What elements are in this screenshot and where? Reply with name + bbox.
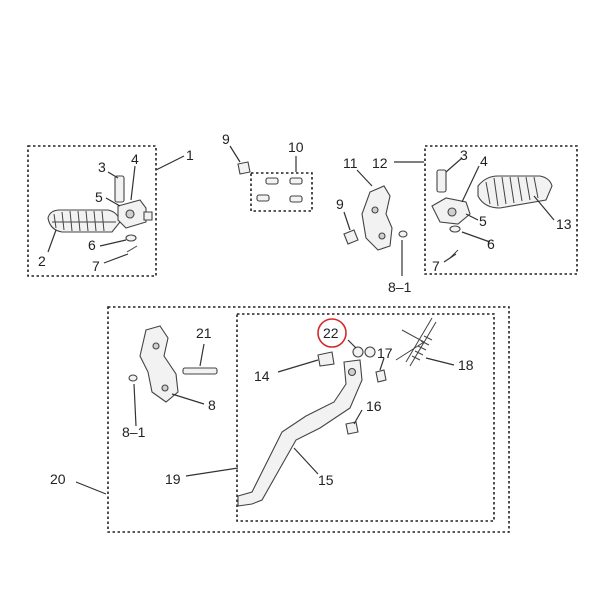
callout-4-left: 4: [131, 151, 139, 167]
stand-bracket-washer-icon: [128, 374, 138, 382]
callout-10: 10: [288, 139, 304, 155]
bolt-set-icon: [256, 177, 303, 203]
nut-17-icon: [375, 369, 387, 383]
callout-15: 15: [318, 472, 334, 488]
washer-22-icon: [352, 346, 376, 358]
left-footrest-washer-icon: [125, 234, 137, 242]
side-stand-icon: [237, 359, 363, 507]
callout-12: 12: [372, 155, 388, 171]
left-footrest-pin-icon: [114, 175, 125, 203]
leader-lines: [47, 145, 555, 495]
left-footrest-bracket-icon: [117, 199, 153, 229]
callout-13: 13: [556, 216, 572, 232]
group-box-left-footrest: [27, 145, 157, 277]
right-footrest-peg-icon: [477, 175, 553, 209]
callout-17: 17: [377, 345, 393, 361]
spring-pin-icon: [345, 421, 359, 435]
right-footrest-pin-icon: [436, 169, 447, 193]
footrest-bracket-icon: [361, 185, 393, 251]
callout-8-1-bottom: 8–1: [122, 424, 146, 440]
callout-3-left: 3: [98, 159, 106, 175]
group-box-bolts: [250, 172, 313, 212]
callout-6-left: 6: [88, 237, 96, 253]
callout-18: 18: [458, 357, 474, 373]
callout-2: 2: [38, 253, 46, 269]
callout-5-left: 5: [95, 189, 103, 205]
callout-1: 1: [186, 147, 194, 163]
right-footrest-bracket-icon: [431, 197, 471, 225]
group-box-right-footrest: [424, 145, 578, 275]
pivot-bolt-icon: [317, 351, 335, 367]
callout-7-right: 7: [432, 258, 440, 274]
callout-9-mid: 9: [336, 196, 344, 212]
callout-16: 16: [366, 398, 382, 414]
callout-22-highlighted: 22: [323, 325, 339, 341]
left-footrest-peg-icon: [47, 209, 121, 233]
clip-nut-mid-icon: [343, 229, 359, 245]
callout-21: 21: [196, 325, 212, 341]
highlight-ring: [317, 318, 347, 348]
clip-nut-top-icon: [237, 161, 251, 175]
callout-7-left: 7: [92, 258, 100, 274]
stand-bracket-icon: [139, 325, 179, 403]
group-box-stand-assembly: [107, 306, 510, 533]
callout-19: 19: [165, 471, 181, 487]
bracket-washer-icon: [398, 230, 408, 238]
callout-5-right: 5: [479, 213, 487, 229]
callout-11: 11: [343, 155, 358, 171]
group-box-side-stand: [236, 313, 495, 522]
callout-8: 8: [208, 397, 216, 413]
return-spring-icon: [395, 317, 437, 367]
callout-20: 20: [50, 471, 66, 487]
callout-4-right: 4: [480, 153, 488, 169]
callout-3-right: 3: [460, 147, 468, 163]
callout-8-1-top: 8–1: [388, 279, 412, 295]
callout-14: 14: [254, 368, 270, 384]
callout-6-right: 6: [487, 236, 495, 252]
stand-bolt-icon: [182, 367, 218, 375]
right-footrest-washer-icon: [449, 225, 461, 233]
callout-9-top: 9: [222, 131, 230, 147]
left-footrest-cotter-pin-icon: [126, 245, 138, 253]
